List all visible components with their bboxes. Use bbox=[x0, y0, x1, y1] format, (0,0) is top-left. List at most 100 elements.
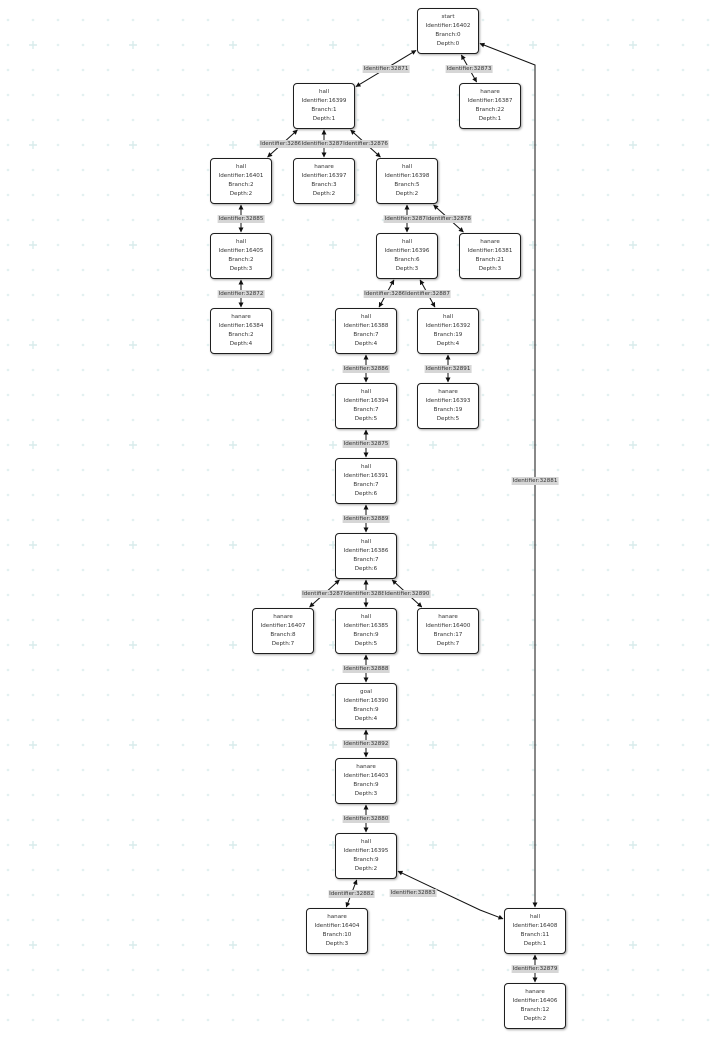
node-type: hanare bbox=[480, 239, 500, 245]
grid-marker bbox=[56, 693, 60, 697]
grid-marker bbox=[156, 193, 160, 197]
grid-marker bbox=[431, 718, 435, 722]
grid-marker bbox=[231, 718, 235, 722]
grid-marker bbox=[629, 641, 637, 649]
grid-marker bbox=[606, 68, 610, 72]
grid-marker bbox=[256, 743, 260, 747]
grid-marker bbox=[56, 493, 60, 497]
grid-marker bbox=[181, 418, 185, 422]
grid-marker bbox=[631, 93, 635, 97]
grid-marker bbox=[56, 643, 60, 647]
grid-marker bbox=[331, 368, 335, 372]
grid-marker bbox=[681, 118, 685, 122]
grid-marker bbox=[606, 543, 610, 547]
grid-marker bbox=[606, 43, 610, 47]
grid-marker bbox=[656, 893, 660, 897]
grid-marker bbox=[56, 43, 60, 47]
node-branch: Branch:19 bbox=[433, 332, 463, 338]
grid-marker bbox=[456, 768, 460, 772]
node-depth: Depth:3 bbox=[325, 941, 349, 947]
grid-marker bbox=[206, 68, 210, 72]
grid-marker bbox=[156, 143, 160, 147]
grid-marker bbox=[331, 293, 335, 297]
grid-marker bbox=[681, 843, 685, 847]
grid-marker bbox=[356, 93, 360, 97]
node-identifier: Identifier:16386 bbox=[343, 548, 389, 554]
grid-marker bbox=[181, 343, 185, 347]
grid-marker bbox=[606, 818, 610, 822]
grid-marker bbox=[556, 218, 560, 222]
grid-marker bbox=[231, 893, 235, 897]
grid-marker bbox=[106, 93, 110, 97]
grid-marker bbox=[431, 1018, 435, 1022]
grid-marker bbox=[481, 968, 485, 972]
grid-marker bbox=[556, 93, 560, 97]
grid-marker bbox=[581, 568, 585, 572]
grid-marker bbox=[381, 893, 385, 897]
grid-marker bbox=[181, 68, 185, 72]
grid-marker bbox=[306, 1018, 310, 1022]
grid-marker bbox=[6, 618, 10, 622]
grid-marker bbox=[656, 43, 660, 47]
grid-marker bbox=[156, 943, 160, 947]
grid-marker bbox=[706, 643, 710, 647]
grid-marker bbox=[106, 493, 110, 497]
node-type: goal bbox=[360, 689, 372, 695]
grid-marker bbox=[706, 618, 710, 622]
grid-marker bbox=[129, 641, 137, 649]
grid-marker bbox=[206, 918, 210, 922]
grid-marker bbox=[306, 268, 310, 272]
grid-marker bbox=[31, 318, 35, 322]
node-type: hall bbox=[360, 614, 372, 620]
grid-marker bbox=[106, 118, 110, 122]
grid-marker bbox=[306, 493, 310, 497]
grid-marker bbox=[156, 818, 160, 822]
node-depth: Depth:1 bbox=[312, 116, 336, 122]
node-branch: Branch:10 bbox=[322, 932, 352, 938]
grid-marker bbox=[381, 18, 385, 22]
grid-marker bbox=[181, 443, 185, 447]
grid-marker bbox=[706, 543, 710, 547]
grid-marker bbox=[581, 593, 585, 597]
grid-marker bbox=[181, 468, 185, 472]
grid-marker bbox=[381, 993, 385, 997]
grid-marker bbox=[631, 918, 635, 922]
grid-marker bbox=[556, 18, 560, 22]
grid-marker bbox=[281, 43, 285, 47]
grid-marker bbox=[331, 868, 335, 872]
grid-marker bbox=[331, 1018, 335, 1022]
node-type: hanare bbox=[438, 614, 458, 620]
grid-marker bbox=[431, 693, 435, 697]
grid-marker bbox=[31, 268, 35, 272]
node-type: hanare bbox=[327, 914, 347, 920]
grid-marker bbox=[156, 343, 160, 347]
grid-marker bbox=[606, 118, 610, 122]
grid-marker bbox=[656, 918, 660, 922]
grid-marker bbox=[281, 493, 285, 497]
